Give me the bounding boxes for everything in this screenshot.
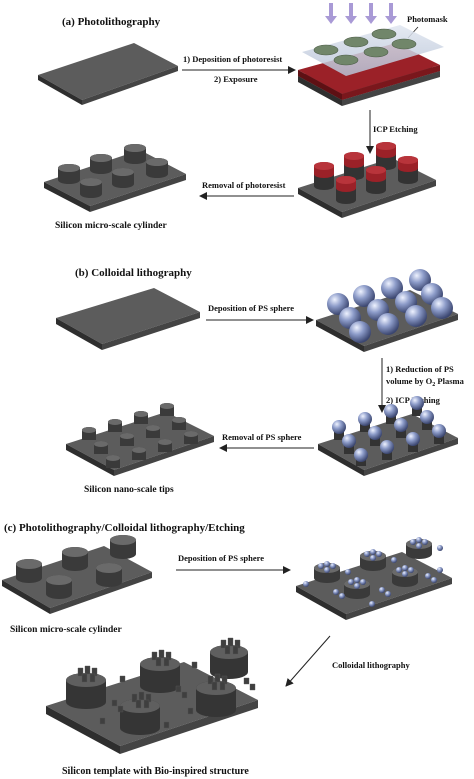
step-removal-photoresist: Removal of photoresist [202, 180, 286, 190]
step-colloidal-lithography: Colloidal lithography [332, 660, 410, 670]
step-removal-ps: Removal of PS sphere [222, 432, 302, 442]
step-icp-etching-a: ICP Etching [373, 124, 418, 134]
micro-cylinder-substrate-c [2, 535, 152, 614]
substrate-plain-b [56, 288, 200, 350]
micro-cylinder-substrate-a [44, 144, 186, 212]
arrow-c2 [285, 635, 331, 687]
ps-sphere-monolayer [316, 269, 458, 352]
exposure-stack [298, 25, 444, 106]
substrate-plain-a [38, 43, 178, 105]
section-a: (a) Photolithography 1) Deposition of ph… [38, 3, 448, 231]
step-deposition-photoresist: 1) Deposition of photoresist [183, 54, 282, 64]
section-c: (c) Photolithography/Colloidal lithograp… [2, 522, 452, 777]
section-c-title: (c) Photolithography/Colloidal lithograp… [4, 522, 245, 534]
result-nano-tips: Silicon nano-scale tips [84, 485, 174, 495]
etched-with-resist [298, 142, 436, 218]
step-deposition-ps-c: Deposition of PS sphere [178, 553, 264, 563]
nano-tips-cluster [77, 637, 256, 729]
nano-tips-substrate [66, 403, 214, 476]
step-deposition-ps-b: Deposition of PS sphere [208, 303, 294, 313]
section-b-title: (b) Colloidal lithography [75, 267, 192, 279]
uv-arrows [325, 3, 397, 24]
section-a-title: (a) Photolithography [62, 16, 161, 28]
mask-discs [313, 28, 417, 66]
step-reduction-line1: 1) Reduction of PS [386, 364, 454, 374]
bio-inspired-template [46, 637, 258, 754]
step-reduction-line2: volume by O2 Plasma [386, 376, 465, 388]
resist-pillars [314, 142, 418, 204]
cylinders-with-spheres [296, 537, 452, 620]
step-exposure: 2) Exposure [214, 74, 258, 84]
result-bio-inspired: Silicon template with Bio-inspired struc… [62, 766, 249, 777]
section-b: (b) Colloidal lithography Deposition of … [56, 267, 465, 495]
result-micro-cylinder-a: Silicon micro-scale cylinder [55, 221, 167, 231]
photomask-label: Photomask [407, 14, 448, 24]
result-micro-cylinder-c: Silicon micro-scale cylinder [10, 625, 122, 635]
etched-with-spheres [318, 396, 458, 476]
